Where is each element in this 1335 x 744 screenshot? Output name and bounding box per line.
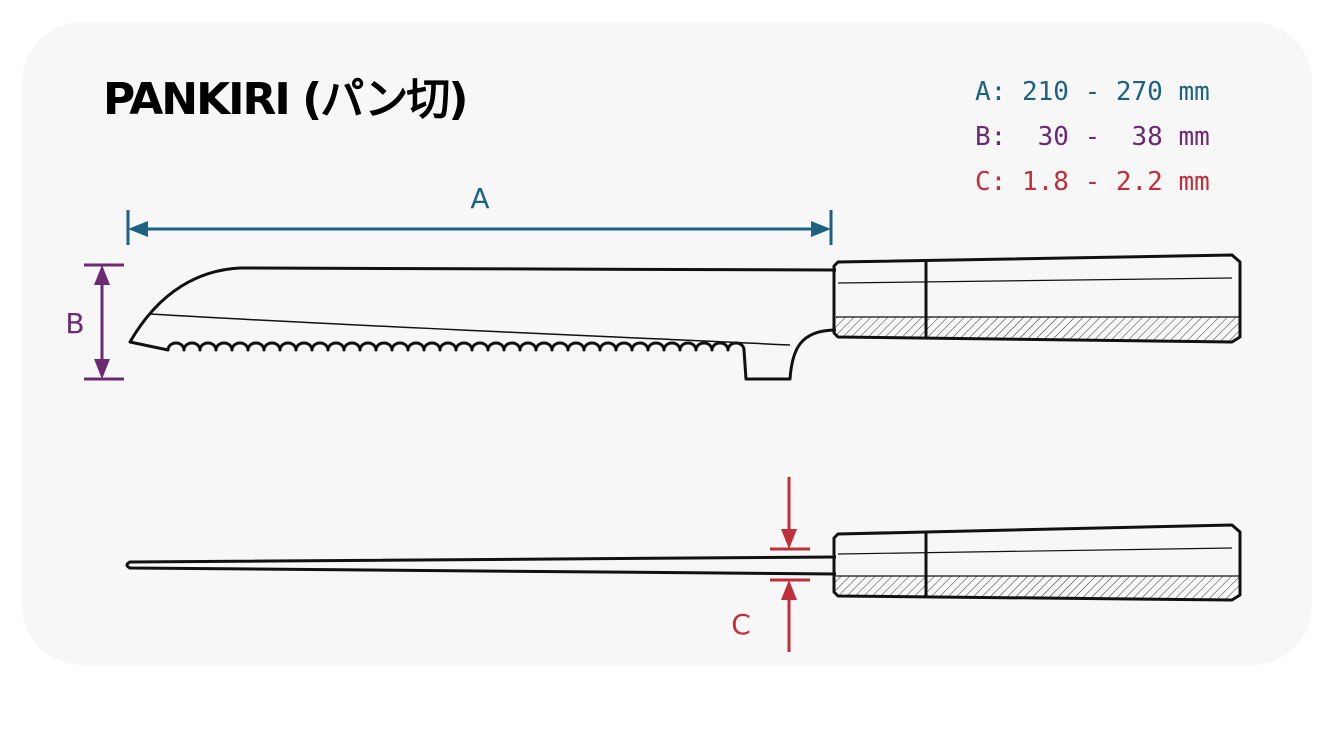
dimension-c — [770, 477, 810, 652]
spec-list: A: 210 - 270 mm B: 30 - 38 mm C: 1.8 - 2… — [975, 70, 1210, 205]
dimension-a — [126, 210, 833, 245]
blade-bevel-line — [149, 313, 791, 346]
dimension-b — [84, 263, 124, 381]
dimension-c-label: C — [731, 608, 751, 641]
dimension-a-label: A — [470, 182, 489, 215]
spec-b: B: 30 - 38 mm — [975, 122, 1210, 152]
blade-spine — [125, 555, 837, 576]
knife-spine-view — [125, 555, 837, 576]
spec-a: A: 210 - 270 mm — [975, 77, 1210, 107]
handle-side — [832, 253, 1242, 344]
spec-c: C: 1.8 - 2.2 mm — [975, 167, 1210, 197]
page-title: PANKIRI (パン切) — [103, 74, 469, 125]
knife-side-view — [128, 266, 837, 381]
blade-side — [128, 266, 837, 381]
handle-spine — [832, 523, 1242, 602]
dimension-b-label: B — [65, 307, 84, 340]
